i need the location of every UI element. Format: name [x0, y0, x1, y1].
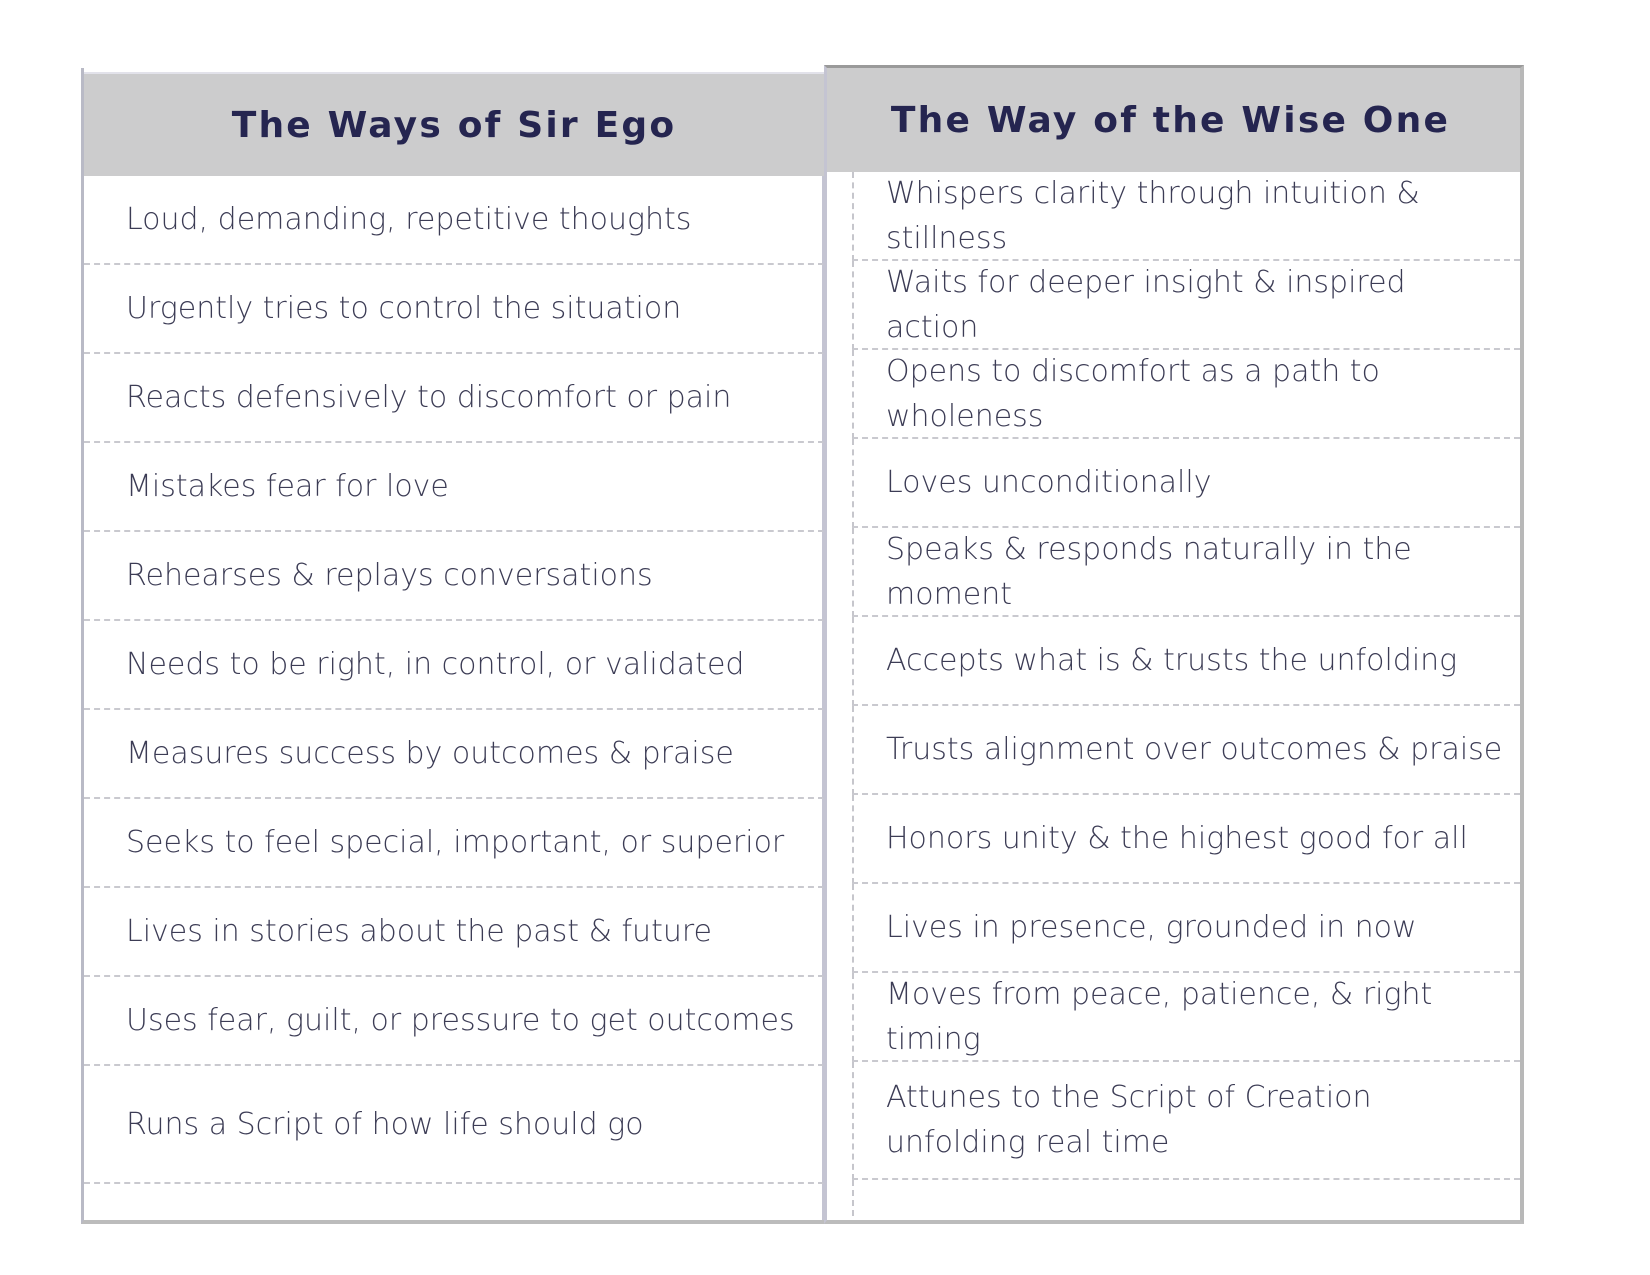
comparison-table: The Ways of Sir Ego Loud, demanding, rep…: [81, 65, 1524, 1224]
table-bottom-spacer: [84, 1184, 824, 1220]
table-row: Waits for deeper insight & inspired acti…: [852, 261, 1520, 350]
table-row: Opens to discomfort as a path to wholene…: [852, 350, 1520, 439]
table-row: Whispers clarity through intuition & sti…: [852, 172, 1520, 261]
table-row: Mistakes fear for love: [84, 443, 824, 532]
table-row: Speaks & responds naturally in the momen…: [852, 528, 1520, 617]
table-row: Moves from peace, patience, & right timi…: [852, 973, 1520, 1062]
column-body-wise-one: Whispers clarity through intuition & sti…: [827, 172, 1520, 1216]
table-row: Attunes to the Script of Creation unfold…: [852, 1062, 1520, 1180]
table-row: Lives in presence, grounded in now: [852, 884, 1520, 973]
table-row: Seeks to feel special, important, or sup…: [84, 799, 824, 888]
table-bottom-spacer: [852, 1180, 1520, 1216]
table-row: Uses fear, guilt, or pressure to get out…: [84, 977, 824, 1066]
table-row: Accepts what is & trusts the unfolding: [852, 617, 1520, 706]
column-header-sir-ego: The Ways of Sir Ego: [84, 72, 824, 176]
table-row: Measures success by outcomes & praise: [84, 710, 824, 799]
column-body-sir-ego: Loud, demanding, repetitive thoughts Urg…: [84, 176, 824, 1220]
table-row: Needs to be right, in control, or valida…: [84, 621, 824, 710]
table-row: Urgently tries to control the situation: [84, 265, 824, 354]
table-column-sir-ego: The Ways of Sir Ego Loud, demanding, rep…: [81, 68, 824, 1224]
table-row: Trusts alignment over outcomes & praise: [852, 706, 1520, 795]
table-row: Loud, demanding, repetitive thoughts: [84, 176, 824, 265]
table-row: Runs a Script of how life should go: [84, 1066, 824, 1184]
table-column-wise-one: The Way of the Wise One Whispers clarity…: [824, 65, 1524, 1224]
table-row: Rehearses & replays conversations: [84, 532, 824, 621]
table-row: Reacts defensively to discomfort or pain: [84, 354, 824, 443]
table-row: Honors unity & the highest good for all: [852, 795, 1520, 884]
table-row: Loves unconditionally: [852, 439, 1520, 528]
table-row: Lives in stories about the past & future: [84, 888, 824, 977]
column-header-wise-one: The Way of the Wise One: [827, 68, 1520, 172]
